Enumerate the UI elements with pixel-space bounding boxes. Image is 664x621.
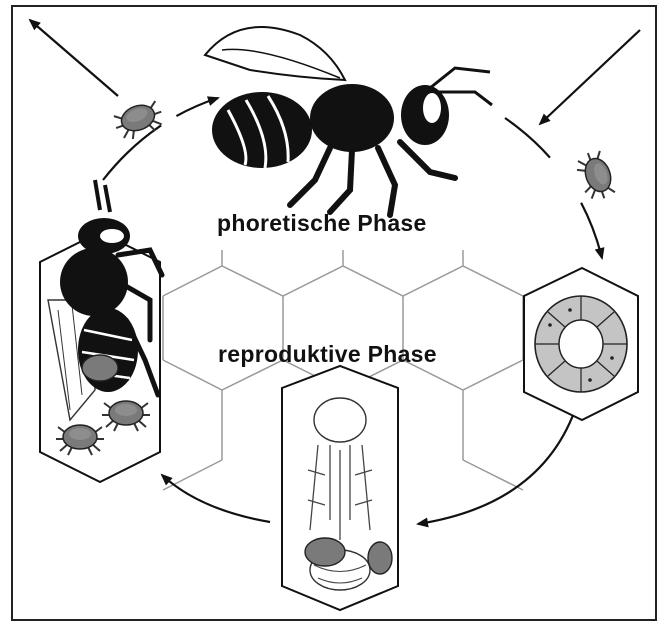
- bee-pupa-icon: [282, 366, 398, 610]
- honeybee-icon: [205, 27, 492, 215]
- reproductive-phase-label: reproduktive Phase: [218, 341, 437, 368]
- varroa-mite-icon: [111, 99, 166, 144]
- emerging-bee-icon: [40, 180, 162, 482]
- phoretic-phase-label: phoretische Phase: [217, 210, 427, 237]
- bee-larva-icon: [524, 268, 638, 420]
- varroa-mite-icon: [573, 148, 618, 203]
